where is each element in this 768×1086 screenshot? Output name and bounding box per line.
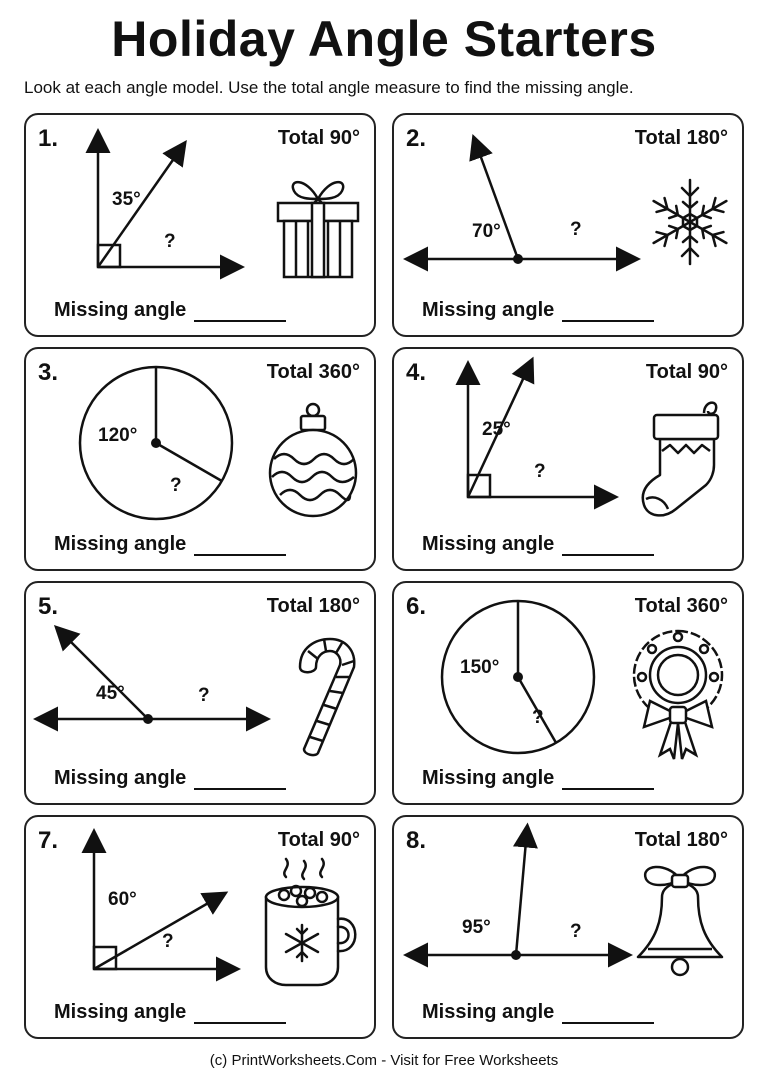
problem-number: 8. [406, 827, 427, 854]
problem-card-2: 2. Total 180° 70° ? Missing angle [392, 113, 744, 337]
vertex-dot [143, 714, 153, 724]
snowflake-icon [652, 178, 728, 266]
problem-number: 7. [38, 827, 59, 854]
total-angle: Total 180° [634, 829, 728, 851]
answer-blank[interactable] [562, 536, 655, 556]
straight-angle-model: 95° ? [403, 822, 633, 968]
wreath-icon [632, 629, 724, 760]
missing-angle-mark: ? [162, 931, 174, 952]
center-dot [151, 438, 161, 448]
missing-angle-label: Missing angle [422, 299, 555, 321]
missing-angle-row: Missing angle [54, 1001, 287, 1024]
known-angle-label: 45° [96, 683, 125, 704]
total-angle: Total 360° [266, 361, 360, 383]
known-angle-label: 95° [462, 917, 491, 938]
ornament-icon [268, 402, 358, 518]
answer-blank[interactable] [194, 770, 287, 790]
right-angle-model: 60° ? [81, 828, 241, 982]
right-angle-model: 35° ? [85, 128, 245, 280]
circle-angle-model: 150° ? [440, 599, 596, 755]
missing-angle-row: Missing angle [54, 299, 287, 322]
total-angle: Total 180° [634, 127, 728, 149]
bell-icon [636, 865, 724, 977]
problem-card-4: 4. Total 90° 25° ? Missing angle [392, 347, 744, 571]
gift-icon [276, 181, 360, 279]
problem-card-1: 1. Total 90° 35° ? Missing angle [24, 113, 376, 337]
missing-angle-mark: ? [534, 461, 546, 482]
straight-angle-model: 70° ? [403, 134, 641, 272]
circle-angle-model: 120° ? [78, 365, 234, 521]
known-angle-label: 35° [112, 189, 141, 210]
problem-number: 4. [406, 359, 427, 386]
problem-number: 3. [38, 359, 59, 386]
vertex-dot [511, 950, 521, 960]
missing-angle-label: Missing angle [54, 299, 187, 321]
missing-angle-mark: ? [198, 685, 210, 706]
missing-angle-row: Missing angle [422, 299, 655, 322]
problem-number: 2. [406, 125, 427, 152]
dividing-ray [53, 624, 149, 720]
known-angle-label: 150° [460, 657, 499, 678]
missing-angle-mark: ? [170, 475, 182, 496]
dividing-ray [96, 140, 187, 268]
known-angle-label: 25° [482, 419, 511, 440]
stocking-icon [641, 401, 720, 517]
missing-angle-label: Missing angle [54, 533, 187, 555]
problem-number: 6. [406, 593, 427, 620]
answer-blank[interactable] [194, 302, 287, 322]
missing-angle-label: Missing angle [54, 767, 187, 789]
total-angle: Total 90° [645, 361, 728, 383]
dividing-ray [469, 134, 520, 260]
answer-blank[interactable] [562, 302, 655, 322]
straight-angle-model: 45° ? [33, 624, 271, 732]
cocoa-mug-icon [264, 857, 357, 987]
missing-angle-mark: ? [164, 231, 176, 252]
missing-angle-row: Missing angle [422, 1001, 655, 1024]
problem-card-3: 3. Total 360° 120° ? Missing angle [24, 347, 376, 571]
missing-angle-mark: ? [570, 921, 582, 942]
dividing-ray [512, 822, 538, 956]
right-angle-mark [466, 473, 492, 499]
known-angle-label: 60° [108, 889, 137, 910]
instructions: Look at each angle model. Use the total … [24, 78, 634, 97]
second-radius [516, 676, 558, 744]
total-angle: Total 180° [266, 595, 360, 617]
total-angle: Total 90° [277, 829, 360, 851]
problem-card-8: 8. Total 180° 95° ? Missing angle [392, 815, 744, 1039]
total-angle: Total 90° [277, 127, 360, 149]
answer-blank[interactable] [562, 1004, 655, 1024]
missing-angle-mark: ? [570, 219, 582, 240]
second-radius [155, 441, 223, 483]
missing-angle-label: Missing angle [54, 1001, 187, 1023]
answer-blank[interactable] [562, 770, 655, 790]
problem-card-7: 7. Total 90° 60° ? [24, 815, 376, 1039]
problem-card-6: 6. Total 360° 150° ? Missing angle [392, 581, 744, 805]
center-dot [513, 672, 523, 682]
right-angle-mark [96, 243, 122, 269]
problem-number: 1. [38, 125, 59, 152]
vertex-dot [513, 254, 523, 264]
answer-blank[interactable] [194, 1004, 287, 1024]
candy-cane-icon [298, 637, 356, 757]
problem-card-5: 5. Total 180° 45° ? Missing angle [24, 581, 376, 805]
footer-credit: (c) PrintWorksheets.Com - Visit for Free… [209, 1052, 559, 1069]
page-title: Holiday Angle Starters [111, 11, 657, 67]
answer-blank[interactable] [194, 536, 287, 556]
right-angle-model: 25° ? [455, 356, 619, 510]
known-angle-label: 70° [472, 221, 501, 242]
total-angle: Total 360° [634, 595, 728, 617]
missing-angle-row: Missing angle [422, 533, 655, 556]
missing-angle-label: Missing angle [422, 533, 555, 555]
missing-angle-row: Missing angle [54, 767, 287, 790]
missing-angle-row: Missing angle [54, 533, 287, 556]
problem-number: 5. [38, 593, 59, 620]
known-angle-label: 120° [98, 425, 137, 446]
missing-angle-row: Missing angle [422, 767, 655, 790]
missing-angle-label: Missing angle [422, 1001, 555, 1023]
missing-angle-label: Missing angle [422, 767, 555, 789]
missing-angle-mark: ? [532, 707, 544, 728]
right-angle-mark [92, 945, 118, 971]
